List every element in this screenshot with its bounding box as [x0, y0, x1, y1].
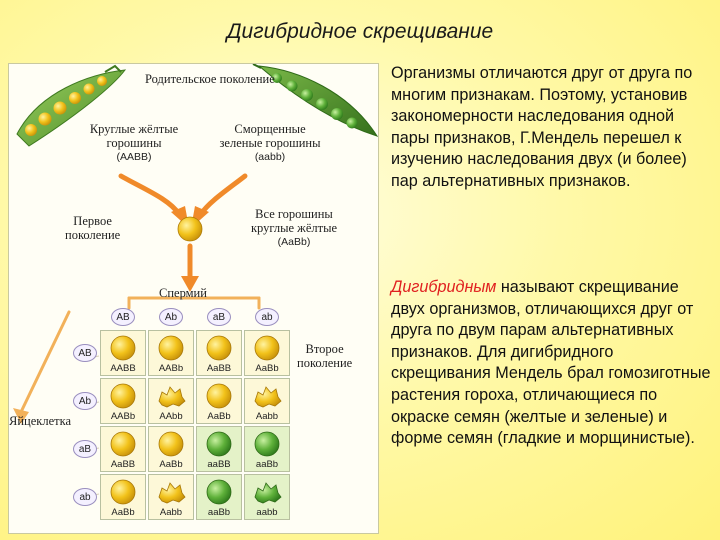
- punnett-guides: [19, 296, 261, 414]
- punnett-cell: AaBb: [244, 330, 290, 376]
- round-pea-icon: [110, 383, 136, 409]
- round-pea-icon: [254, 335, 280, 361]
- sperm-gamete: aB: [207, 308, 231, 326]
- punnett-cell: Aabb: [244, 378, 290, 424]
- egg-gamete: Ab: [73, 392, 97, 410]
- cell-genotype: Aabb: [159, 507, 183, 518]
- parent-left-desc-line2: горошины: [106, 136, 162, 150]
- cell-genotype: aaBb: [255, 459, 279, 470]
- punnett-cell: aabb: [244, 474, 290, 520]
- pea-pod-green: [252, 64, 378, 137]
- f2-label-line2: поколение: [297, 356, 353, 370]
- egg-connectors: [88, 355, 100, 497]
- punnett-cell: AABb: [100, 378, 146, 424]
- wrinkled-pea-icon: [158, 482, 186, 504]
- round-pea-icon: [158, 335, 184, 361]
- round-pea-icon: [206, 335, 232, 361]
- round-pea-icon: [206, 431, 232, 457]
- pea-pod-yellow: [16, 64, 127, 147]
- parent-left-genotype: (AABB): [116, 151, 152, 163]
- egg-gamete: ab: [73, 488, 97, 506]
- sperm-gamete: AB: [111, 308, 135, 326]
- f1-desc-line2: круглые жёлтые: [250, 221, 338, 235]
- punnett-cell: AaBb: [148, 426, 194, 472]
- cell-genotype: AAbb: [159, 411, 183, 422]
- f1-genotype: (AaBb): [277, 236, 311, 248]
- round-pea-icon: [158, 431, 184, 457]
- round-pea-icon: [206, 479, 232, 505]
- sperm-gamete: ab: [255, 308, 279, 326]
- f1-desc-line1: Все горошины: [255, 207, 333, 221]
- cell-genotype: Aabb: [255, 411, 279, 422]
- f1-label: Первое поколение: [65, 214, 120, 242]
- cell-genotype: AABb: [110, 411, 136, 422]
- slide-title: Дигибридное скрещивание: [226, 20, 494, 43]
- sperm-label: Спермий: [159, 286, 207, 300]
- egg-gamete: aB: [73, 440, 97, 458]
- term-dihybrid: Дигибридным: [391, 278, 497, 296]
- dihybrid-cross-figure: Родительское поколение Круглые жёлтые го…: [8, 63, 379, 534]
- round-pea-icon: [110, 335, 136, 361]
- round-pea-icon: [254, 431, 280, 457]
- punnett-cell: aaBb: [196, 474, 242, 520]
- figure-artwork: [13, 64, 378, 497]
- cell-genotype: AaBB: [110, 459, 136, 470]
- round-pea-icon: [206, 383, 232, 409]
- round-pea-icon: [110, 431, 136, 457]
- punnett-cell: AABb: [148, 330, 194, 376]
- parent-left-desc-line1: Круглые жёлтые: [89, 122, 179, 136]
- punnett-cell: AaBb: [100, 474, 146, 520]
- punnett-guide-heads: [13, 408, 29, 424]
- paragraph-intro: Организмы отличаются друг от друга по мн…: [391, 64, 693, 190]
- punnett-cell: AAbb: [148, 378, 194, 424]
- wrinkled-pea-icon: [158, 386, 186, 408]
- f1-label-line1: Первое: [73, 214, 112, 228]
- parent-right-desc-line2: зеленые горошины: [219, 136, 321, 150]
- cell-genotype: AaBb: [159, 459, 183, 470]
- cell-genotype: aabb: [256, 507, 278, 518]
- f1-desc: Все горошины круглые жёлтые (AaBb): [229, 207, 359, 249]
- punnett-cell: aaBb: [244, 426, 290, 472]
- punnett-cell: AABB: [100, 330, 146, 376]
- punnett-cell: Aabb: [148, 474, 194, 520]
- cell-genotype: aaBb: [207, 507, 231, 518]
- punnett-cell: AaBB: [196, 330, 242, 376]
- f1-label-line2: поколение: [65, 228, 121, 242]
- f1-pea: [177, 216, 203, 242]
- cell-genotype: AaBb: [111, 507, 135, 518]
- punnett-cell: AaBb: [196, 378, 242, 424]
- round-pea-icon: [110, 479, 136, 505]
- parent-generation-label: Родительское поколение: [145, 72, 275, 86]
- sperm-gamete: Ab: [159, 308, 183, 326]
- cell-genotype: AaBB: [206, 363, 232, 374]
- parent-right-desc: Сморщенные зеленые горошины (aabb): [205, 122, 335, 164]
- parent-left-desc: Круглые жёлтые горошины (AABB): [79, 122, 189, 164]
- cell-genotype: AABB: [110, 363, 136, 374]
- cell-genotype: AABb: [158, 363, 184, 374]
- cell-genotype: AaBb: [255, 363, 279, 374]
- cell-genotype: AaBb: [207, 411, 231, 422]
- definition-text: называют скрещивание двух организмов, от…: [391, 278, 711, 448]
- wrinkled-pea-icon: [254, 386, 282, 408]
- parent-right-desc-line1: Сморщенные: [234, 122, 306, 136]
- f2-label-line1: Второе: [305, 342, 344, 356]
- punnett-cell: AaBB: [100, 426, 146, 472]
- parent-right-genotype: (aabb): [254, 151, 286, 163]
- f2-label: Второе поколение: [297, 342, 352, 370]
- wrinkled-pea-icon: [254, 482, 282, 504]
- cell-genotype: aaBB: [207, 459, 231, 470]
- punnett-cell: aaBB: [196, 426, 242, 472]
- egg-label: Яйцеклетка: [9, 414, 72, 428]
- egg-gamete: AB: [73, 344, 97, 362]
- paragraph-definition: Дигибридным называют скрещивание двух ор…: [391, 277, 711, 450]
